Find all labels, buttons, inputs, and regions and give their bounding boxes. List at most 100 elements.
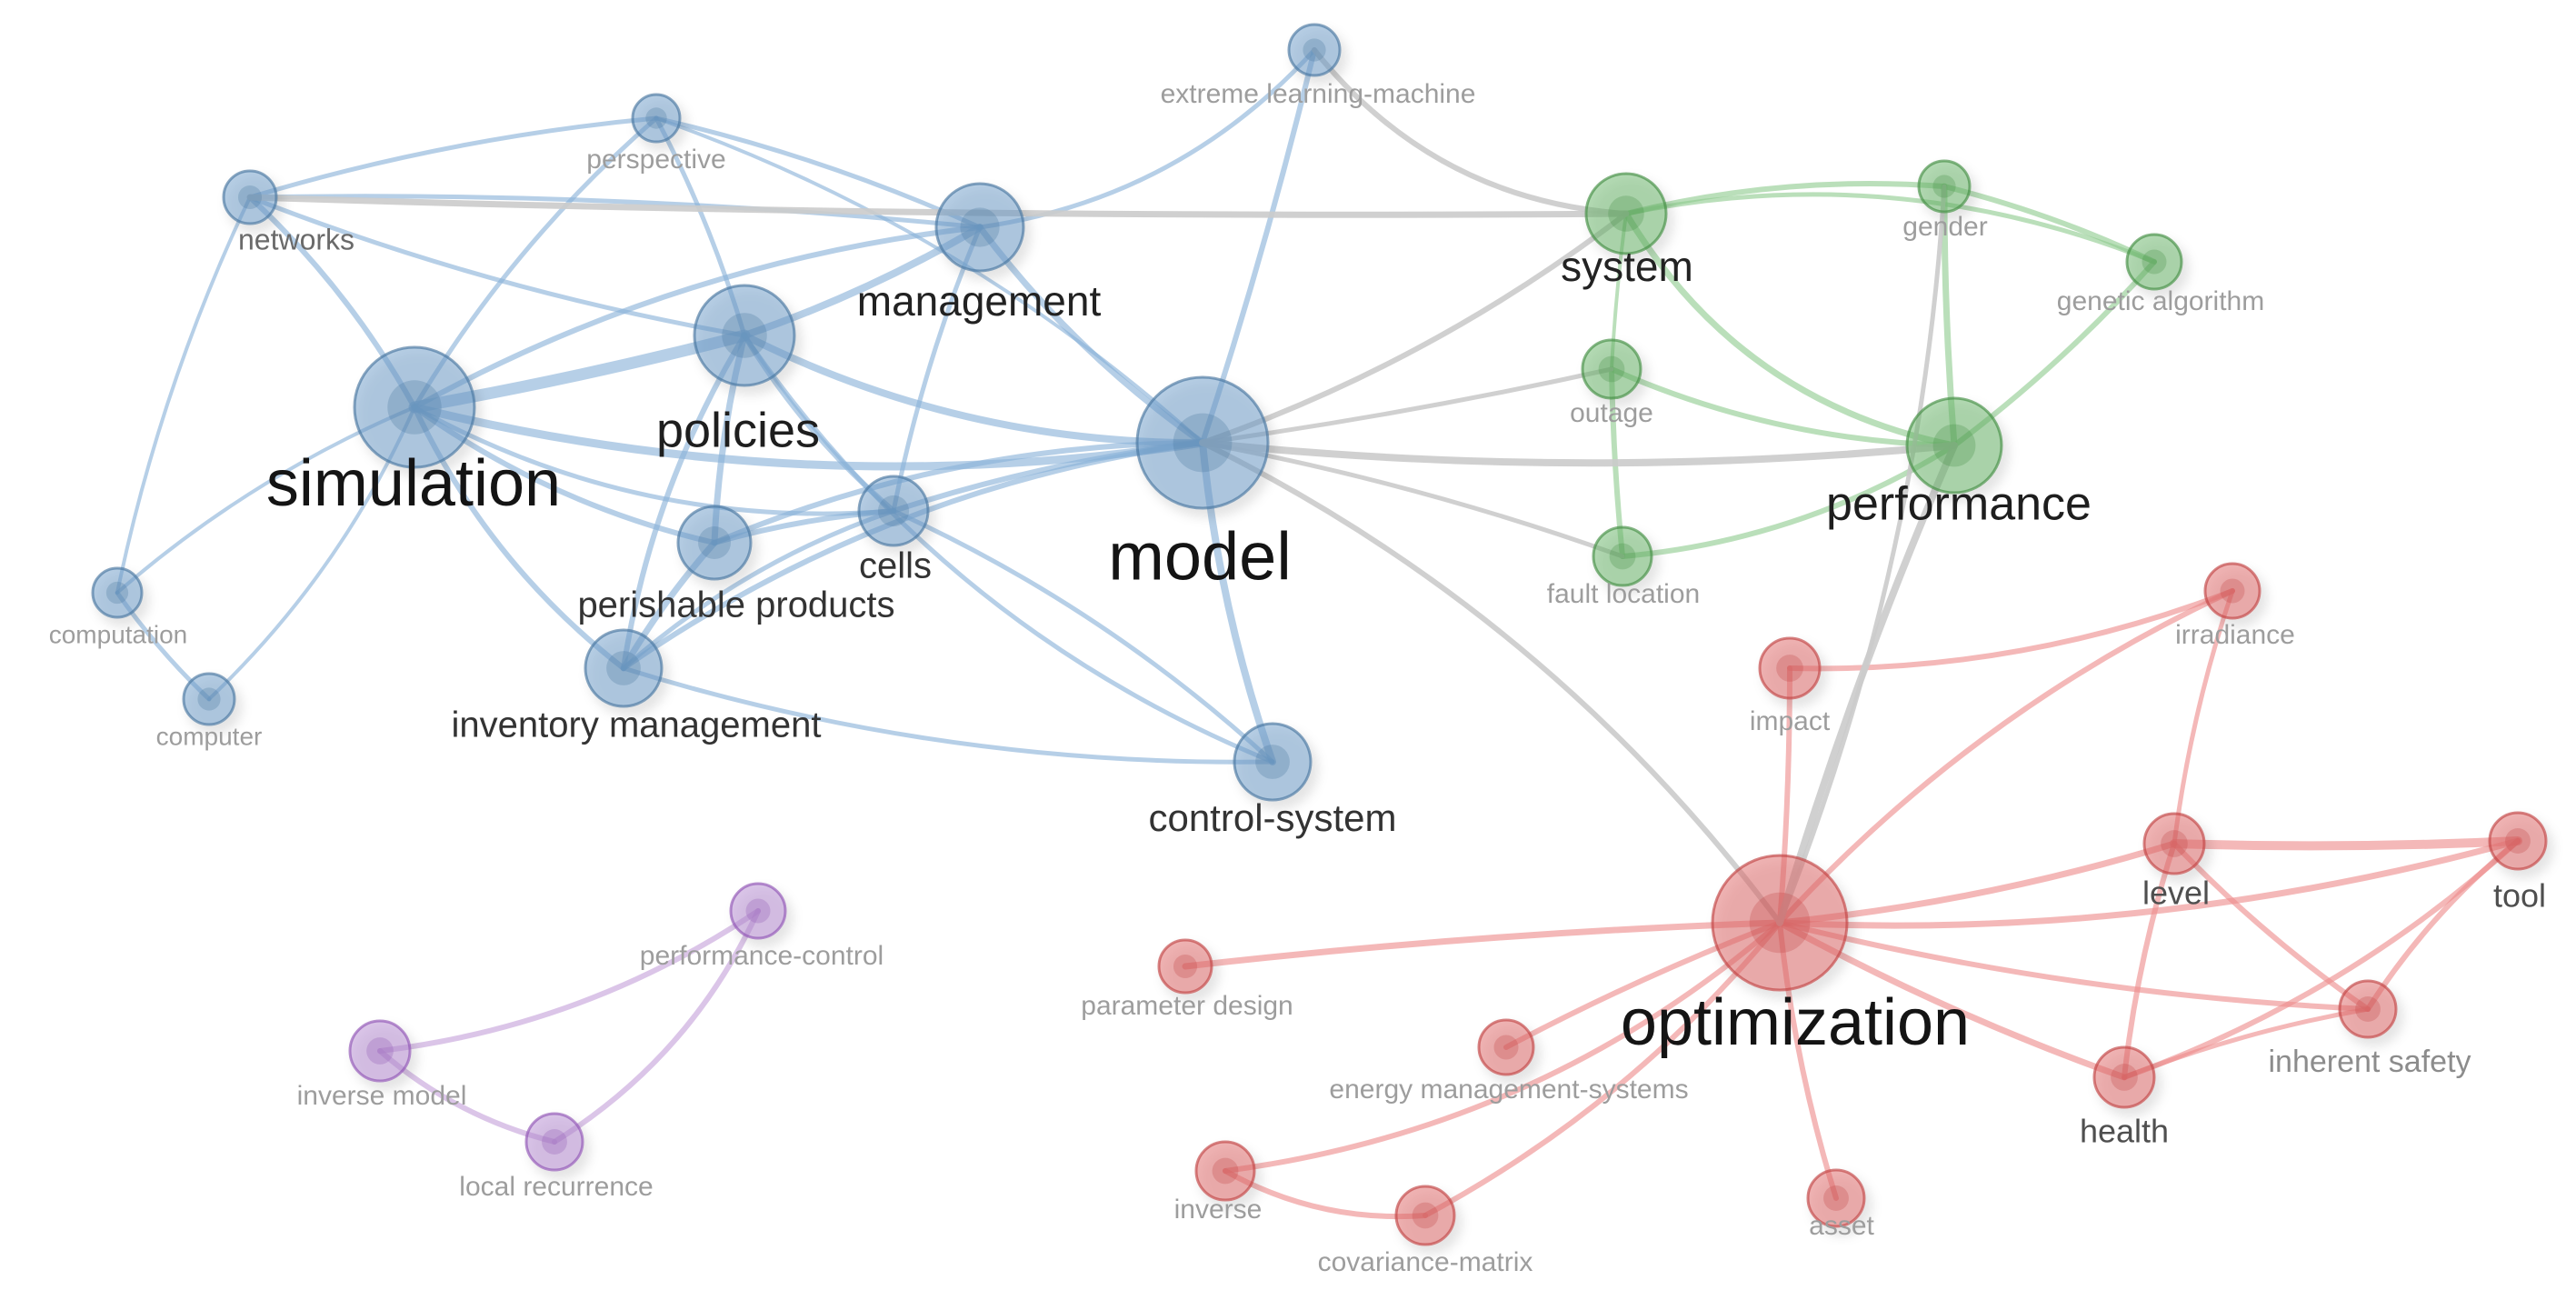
- label-simulation: simulation: [266, 447, 561, 520]
- node-circle-computation[interactable]: [91, 566, 144, 619]
- node-circle-networks[interactable]: [222, 169, 278, 225]
- label-policies: policies: [656, 403, 820, 457]
- edge-management--extreme-learning-machine: [977, 47, 1317, 230]
- node-circle-performance-control[interactable]: [729, 882, 787, 940]
- node-circle-extreme-learning-machine[interactable]: [1287, 23, 1342, 77]
- node-circle-management[interactable]: [934, 182, 1025, 273]
- node-circle-inverse-model[interactable]: [348, 1019, 412, 1083]
- node-outage[interactable]: [1581, 338, 1642, 400]
- node-irradiance[interactable]: [2203, 562, 2261, 620]
- node-circle-asset[interactable]: [1806, 1168, 1866, 1228]
- node-genetic-algorithm[interactable]: [2125, 233, 2183, 291]
- node-core-covariance-matrix: [1412, 1202, 1439, 1229]
- label-tool: tool: [2493, 877, 2546, 915]
- node-level[interactable]: [2142, 812, 2206, 875]
- node-extreme-learning-machine[interactable]: [1287, 23, 1342, 77]
- node-policies[interactable]: [693, 284, 796, 387]
- node-inherent-safety[interactable]: [2338, 979, 2398, 1039]
- node-asset[interactable]: [1806, 1168, 1866, 1228]
- edge-inherent-safety--health: [2122, 1006, 2371, 1080]
- node-circle-perspective[interactable]: [631, 93, 682, 144]
- node-control-system[interactable]: [1233, 722, 1313, 802]
- node-circle-energy-management-systems[interactable]: [1477, 1018, 1535, 1076]
- edge-simulation--cells: [412, 405, 896, 516]
- label-system: system: [1561, 243, 1693, 290]
- node-circle-inventory-management[interactable]: [584, 628, 664, 708]
- node-circle-parameter-design[interactable]: [1157, 938, 1213, 995]
- node-circle-covariance-matrix[interactable]: [1394, 1185, 1456, 1246]
- edge-system--performance: [1622, 210, 1958, 449]
- node-circle-simulation[interactable]: [353, 345, 476, 469]
- node-covariance-matrix[interactable]: [1394, 1185, 1456, 1246]
- node-circle-irradiance[interactable]: [2203, 562, 2261, 620]
- node-core-inverse-model: [366, 1037, 394, 1065]
- node-core-perishable-products: [698, 526, 731, 559]
- node-computation[interactable]: [91, 566, 144, 619]
- node-local-recurrence[interactable]: [524, 1112, 584, 1172]
- node-inverse-model[interactable]: [348, 1019, 412, 1083]
- node-circle-inherent-safety[interactable]: [2338, 979, 2398, 1039]
- node-impact[interactable]: [1758, 636, 1822, 700]
- node-circle-gender[interactable]: [1917, 159, 1972, 214]
- label-asset: asset: [1809, 1211, 1874, 1241]
- node-computer[interactable]: [182, 672, 236, 726]
- edge-perspective--networks: [247, 115, 659, 200]
- node-tool[interactable]: [2488, 811, 2548, 871]
- node-circle-outage[interactable]: [1581, 338, 1642, 400]
- node-circle-policies[interactable]: [693, 284, 796, 387]
- node-core-system: [1608, 195, 1644, 232]
- node-circle-tool[interactable]: [2488, 811, 2548, 871]
- node-perishable-products[interactable]: [676, 505, 753, 581]
- node-parameter-design[interactable]: [1157, 938, 1213, 995]
- node-circle-perishable-products[interactable]: [676, 505, 753, 581]
- node-fault-location[interactable]: [1592, 525, 1653, 587]
- node-performance[interactable]: [1905, 396, 2003, 495]
- edge-optimization--parameter-design: [1182, 919, 1783, 970]
- node-model[interactable]: [1135, 375, 1270, 510]
- edges-layer: [115, 47, 2522, 1220]
- node-circle-level[interactable]: [2142, 812, 2206, 875]
- node-circle-health[interactable]: [2092, 1045, 2156, 1109]
- edge-system--genetic-algorithm: [1623, 192, 2157, 265]
- node-core-computation: [105, 581, 129, 605]
- labels-layer: simulationmodelpoliciesmanagementperspec…: [49, 79, 2546, 1277]
- node-inverse[interactable]: [1194, 1140, 1256, 1202]
- label-outage: outage: [1570, 398, 1653, 428]
- node-core-gender: [1932, 175, 1956, 198]
- node-circle-inverse[interactable]: [1194, 1140, 1256, 1202]
- node-circle-genetic-algorithm[interactable]: [2125, 233, 2183, 291]
- node-core-inverse: [1212, 1157, 1239, 1185]
- label-impact: impact: [1750, 706, 1831, 736]
- node-circle-model[interactable]: [1135, 375, 1270, 510]
- node-circle-local-recurrence[interactable]: [524, 1112, 584, 1172]
- node-circle-control-system[interactable]: [1233, 722, 1313, 802]
- node-system[interactable]: [1584, 172, 1668, 255]
- node-circle-fault-location[interactable]: [1592, 525, 1653, 587]
- node-perspective[interactable]: [631, 93, 682, 144]
- node-core-irradiance: [2220, 578, 2245, 604]
- node-inventory-management[interactable]: [584, 628, 664, 708]
- node-optimization[interactable]: [1711, 854, 1849, 992]
- node-simulation[interactable]: [353, 345, 476, 469]
- node-health[interactable]: [2092, 1045, 2156, 1109]
- label-performance: performance: [1826, 478, 2092, 531]
- node-circle-optimization[interactable]: [1711, 854, 1849, 992]
- edge-model--perishable-products: [712, 440, 1205, 545]
- node-circle-performance[interactable]: [1905, 396, 2003, 495]
- node-management[interactable]: [934, 182, 1025, 273]
- node-cells[interactable]: [857, 475, 930, 547]
- node-core-extreme-learning-machine: [1303, 38, 1326, 62]
- node-core-simulation: [387, 380, 442, 435]
- node-gender[interactable]: [1917, 159, 1972, 214]
- node-circle-impact[interactable]: [1758, 636, 1822, 700]
- node-core-level: [2161, 830, 2188, 857]
- node-circle-computer[interactable]: [182, 672, 236, 726]
- node-circle-cells[interactable]: [857, 475, 930, 547]
- node-performance-control[interactable]: [729, 882, 787, 940]
- node-networks[interactable]: [222, 169, 278, 225]
- edge-performance-control--inverse-model: [377, 908, 761, 1054]
- node-core-health: [2111, 1064, 2138, 1091]
- node-circle-system[interactable]: [1584, 172, 1668, 255]
- node-energy-management-systems[interactable]: [1477, 1018, 1535, 1076]
